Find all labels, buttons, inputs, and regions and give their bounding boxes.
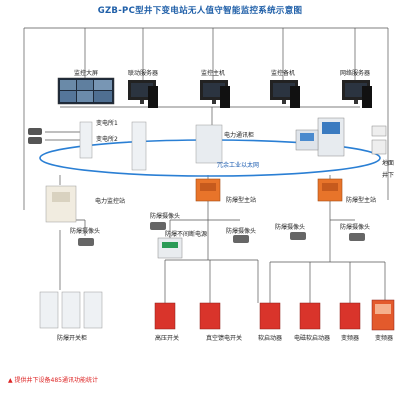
label-inverter-2: 变频器: [374, 335, 394, 342]
label-camera-4: 防爆摄像头: [275, 224, 306, 231]
label-feed-switch: 真空馈电开关: [205, 335, 243, 342]
control-console: [295, 117, 345, 157]
label-hv-switch: 高压开关: [154, 335, 180, 342]
diagram-title: GZB-PC型井下变电站无人值守智能监控系统示意图: [97, 6, 303, 16]
label-inverter-1: 变频器: [340, 335, 360, 342]
label-ground: 地面: [382, 160, 395, 167]
connection-lines: [23, 27, 389, 303]
label-camera-3: 防爆摄像头: [226, 228, 257, 235]
ground-device-icon: [371, 125, 387, 155]
ex-main-station-2-box: [317, 178, 343, 202]
monitor-backup-device: [270, 80, 300, 108]
network-server-device: [342, 80, 372, 108]
label-camera-5: 防爆摄像头: [340, 224, 371, 231]
label-ethernet-ring: 冗余工业以太网: [216, 162, 260, 169]
label-monitor-backup: 监控备机: [270, 70, 296, 77]
inverter-2-box: [371, 299, 395, 331]
ex-main-station-1-box: [195, 178, 221, 202]
label-underground: 井下: [382, 172, 395, 179]
label-em-starter: 电磁软启动器: [293, 335, 331, 342]
ex-switch-cabinets: [39, 291, 103, 329]
bottom-red-units: [154, 302, 361, 330]
monitor-screen-device: [57, 77, 115, 105]
label-camera-1: 防爆摄像头: [70, 228, 101, 235]
label-soft-starter: 软启动器: [257, 335, 283, 342]
label-substation-2: 变电所2: [96, 136, 118, 143]
label-monitor-screen: 监控大屏: [73, 70, 99, 77]
substation-1-cabinet: [79, 121, 93, 159]
label-ex-main-station-1: 防爆型主站: [226, 197, 257, 204]
monitor-host-device: [200, 80, 230, 108]
label-network-server: 网络服务器: [339, 70, 371, 77]
label-comm-cabinet: 电力通讯柜: [224, 132, 255, 139]
power-monitor-station-box: [45, 185, 77, 223]
label-power-monitor-station: 电力监控站: [95, 198, 126, 205]
label-link-server: 联动服务器: [127, 70, 159, 77]
label-ex-switch-cabinet: 防爆开关柜: [56, 335, 88, 342]
label-substation-1: 变电所1: [96, 120, 118, 127]
label-camera-2: 防爆摄像头: [150, 213, 181, 220]
camera-icon: [28, 128, 42, 144]
footnote: ▲ 提供井下设备485通讯功能统计: [8, 377, 98, 384]
label-ups: 防爆不间断电源: [164, 231, 208, 238]
comm-cabinet: [195, 124, 223, 164]
ups-box: [157, 237, 183, 259]
label-monitor-host: 监控主机: [200, 70, 226, 77]
ex-camera-icons: [78, 222, 365, 246]
label-ex-main-station-2: 防爆型主站: [346, 197, 377, 204]
substation-2-cabinet: [131, 121, 147, 171]
link-server-device: [128, 80, 158, 108]
